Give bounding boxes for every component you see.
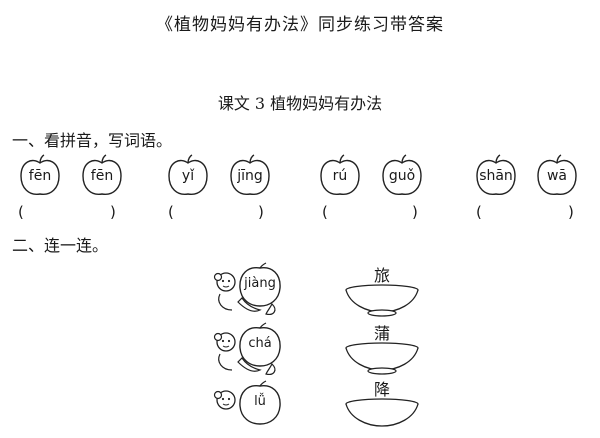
pinyin-label: jīng xyxy=(237,168,263,184)
apple-icon xyxy=(320,154,360,195)
bowl-icon xyxy=(345,398,419,427)
apple-pinyin-box: fēn xyxy=(80,154,124,198)
section-1-heading: 一、看拼音，写词语。 xyxy=(12,131,173,150)
monkey-peach-pinyin: lǚ xyxy=(212,380,282,436)
section-2-heading: 二、连一连。 xyxy=(12,236,109,255)
pinyin-label: jiàng xyxy=(244,276,276,291)
pinyin-label: wā xyxy=(546,168,568,184)
answer-paren-open: ( xyxy=(476,203,482,221)
pinyin-label: fēn xyxy=(90,168,114,184)
bowl-character: 旅 xyxy=(340,262,424,324)
bowl-character: 蒲 xyxy=(340,320,424,382)
bowl-character: 降 xyxy=(340,376,424,438)
character-label: 降 xyxy=(373,380,390,399)
lesson-title: 课文 3 植物妈妈有办法 xyxy=(217,94,383,113)
apple-icon xyxy=(537,154,577,195)
character-label: 旅 xyxy=(373,266,390,285)
monkey-peach-icon xyxy=(213,262,281,315)
apple-icon xyxy=(82,154,122,195)
answer-paren-close: ) xyxy=(568,203,574,221)
apple-icon xyxy=(20,154,60,195)
pinyin-label: fēn xyxy=(28,168,52,184)
answer-paren-open: ( xyxy=(322,203,328,221)
apple-pinyin-box: rú xyxy=(318,154,362,198)
apple-pinyin-box: fēn xyxy=(18,154,62,198)
apple-icon xyxy=(382,154,422,195)
pinyin-label: guǒ xyxy=(388,168,416,184)
monkey-peach-pinyin: jiàng xyxy=(212,262,282,318)
answer-paren-open: ( xyxy=(18,203,24,221)
character-label: 蒲 xyxy=(373,324,390,343)
answer-paren-close: ) xyxy=(110,203,116,221)
answer-paren-close: ) xyxy=(412,203,418,221)
pinyin-label: chá xyxy=(248,336,272,351)
apple-icon xyxy=(230,154,270,195)
apple-icon xyxy=(168,154,208,195)
apple-icon xyxy=(476,154,516,195)
pinyin-label: rú xyxy=(332,168,348,184)
answer-paren-close: ) xyxy=(258,203,264,221)
apple-pinyin-box: yǐ xyxy=(166,154,210,198)
apple-pinyin-box: shān xyxy=(474,154,518,198)
pinyin-label: yǐ xyxy=(181,168,195,184)
apple-pinyin-box: guǒ xyxy=(380,154,424,198)
pinyin-label: shān xyxy=(479,168,513,184)
document-title: 《植物妈妈有办法》同步练习带答案 xyxy=(156,15,444,35)
bowl-icon xyxy=(345,342,419,375)
monkey-peach-pinyin: chá xyxy=(212,322,282,378)
monkey-peach-icon xyxy=(213,322,281,375)
answer-paren-open: ( xyxy=(168,203,174,221)
apple-pinyin-box: wā xyxy=(535,154,579,198)
apple-pinyin-box: jīng xyxy=(228,154,272,198)
pinyin-label: lǚ xyxy=(254,394,266,409)
bowl-icon xyxy=(345,284,419,317)
